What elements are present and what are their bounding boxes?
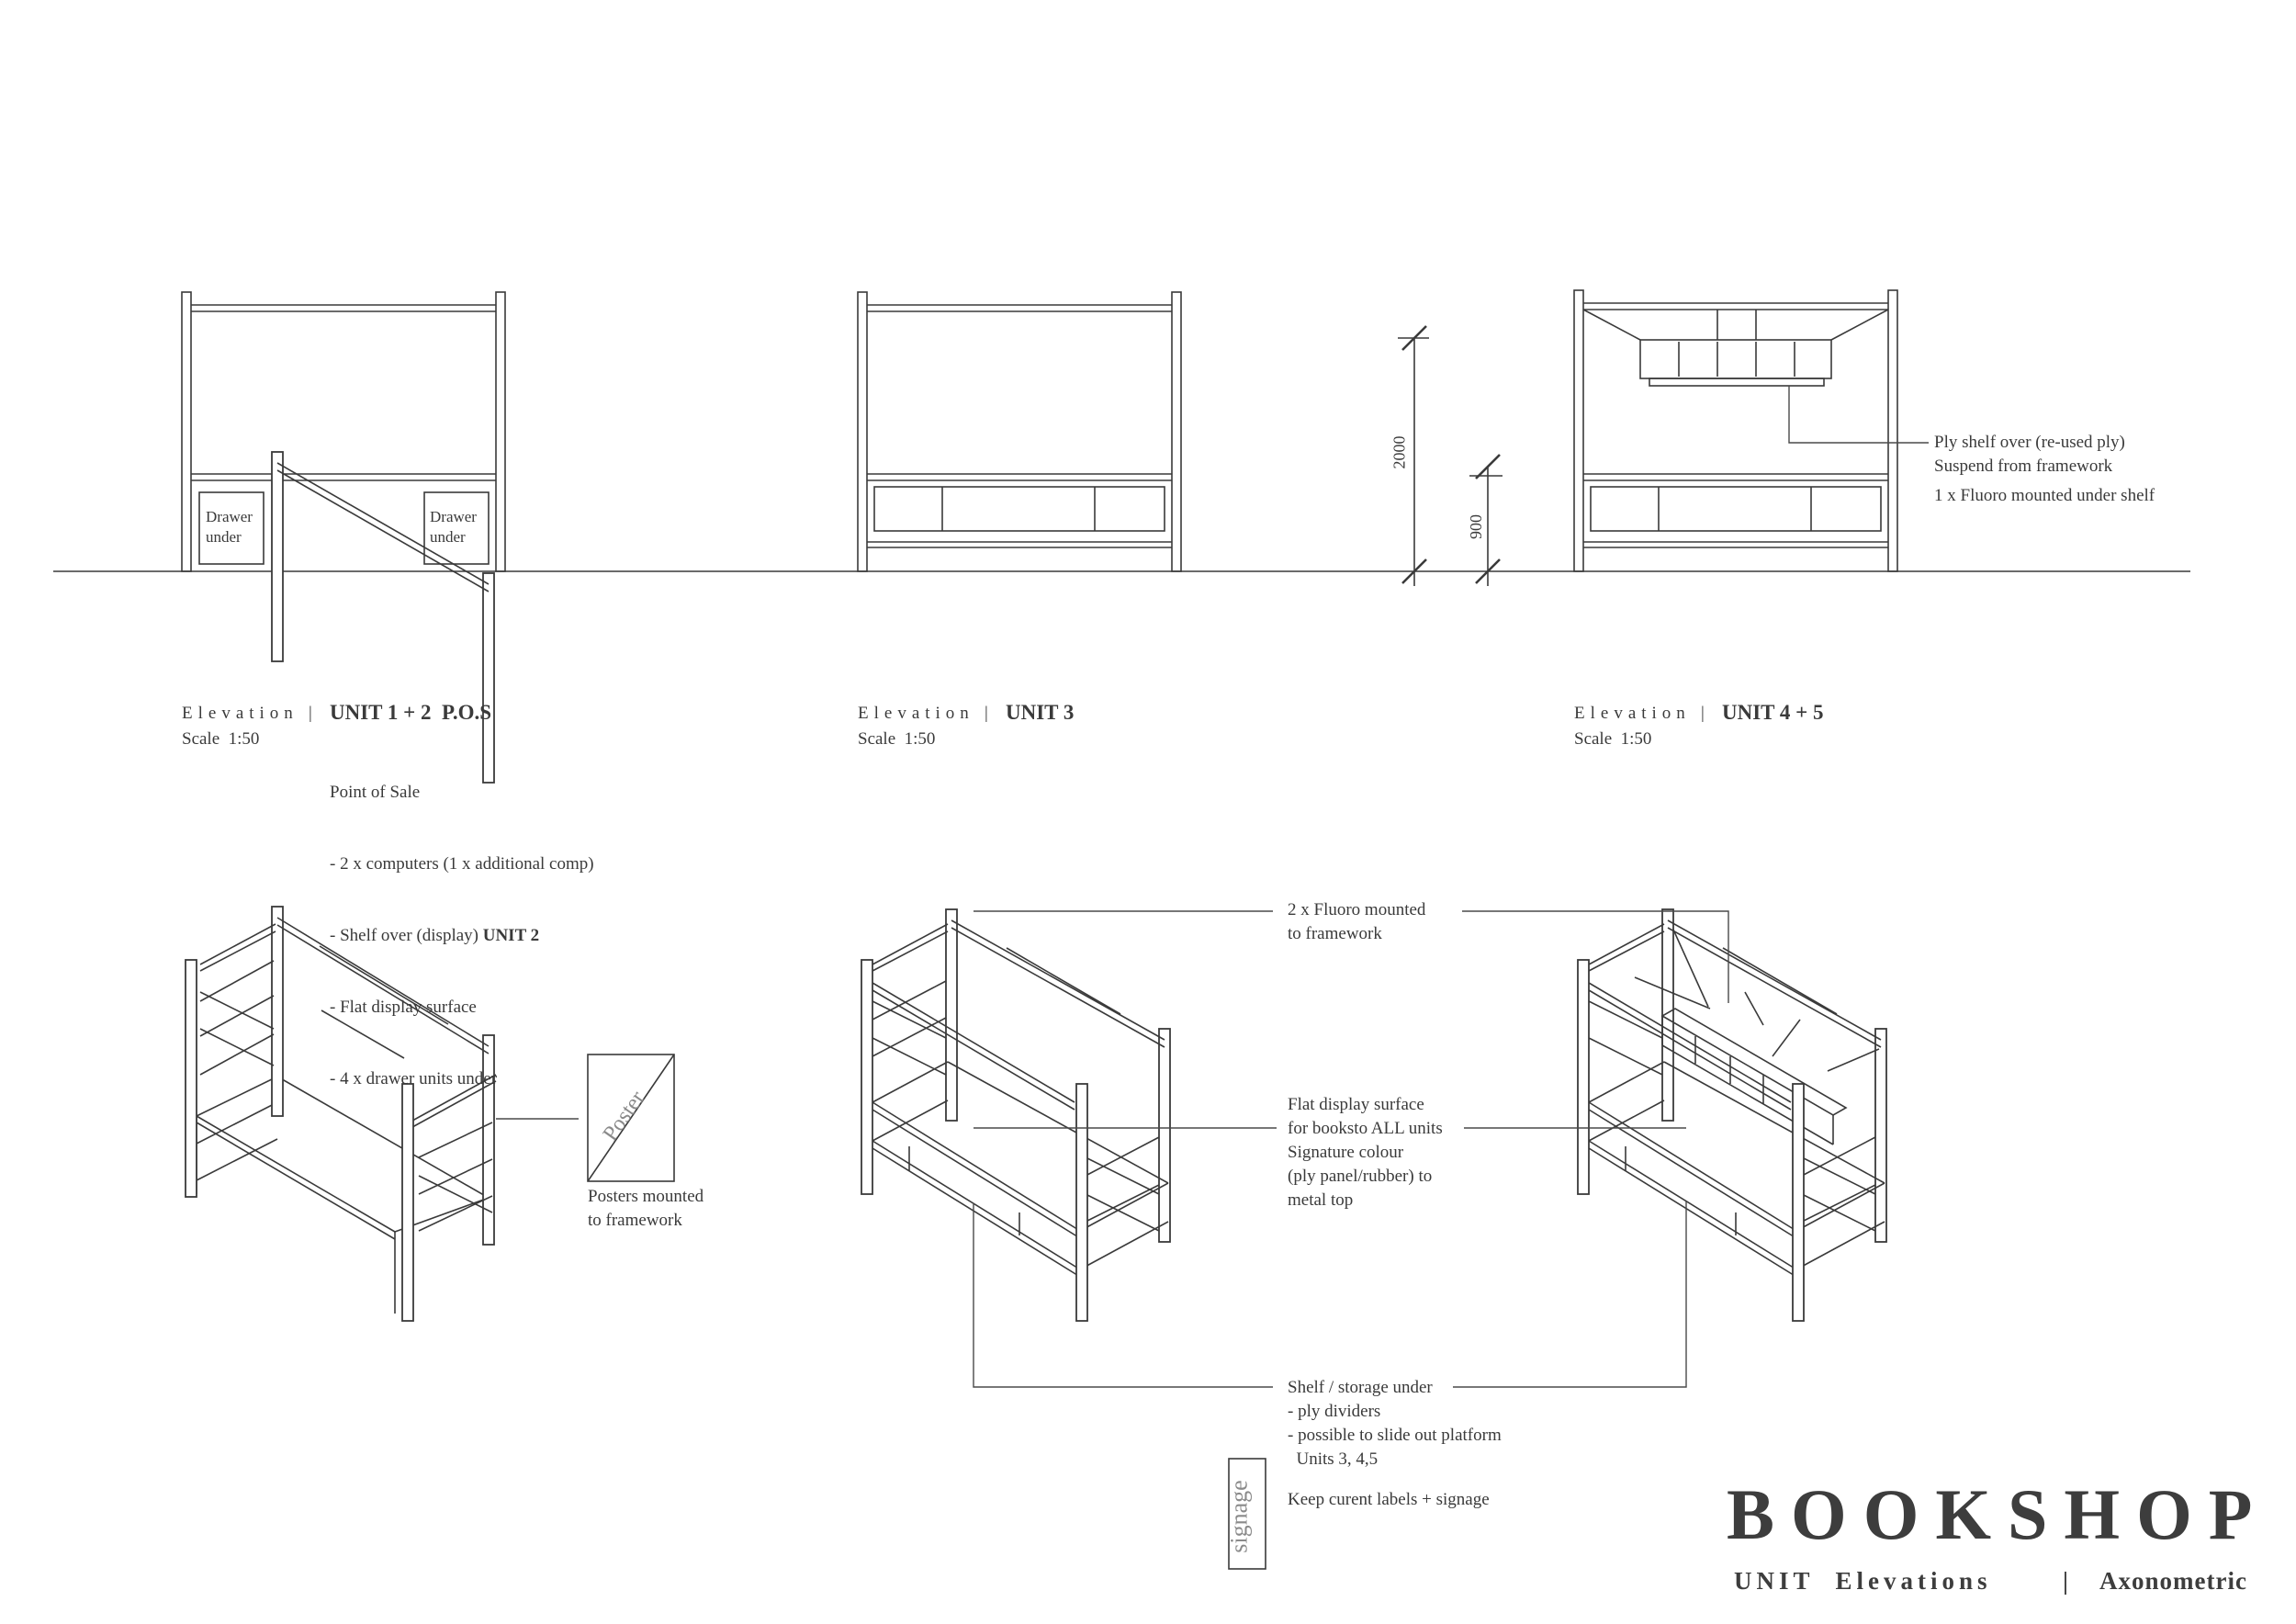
- pos-note-3: - Shelf over (display) UNIT 2: [330, 924, 594, 948]
- storage-note: Shelf / storage under - ply dividers - p…: [1288, 1378, 1502, 1469]
- poster-frame: [587, 1054, 675, 1182]
- unit-3-scale: Scale 1:50: [858, 729, 936, 749]
- pos-note-3-unit: UNIT 2: [482, 926, 540, 945]
- unit-4-5-title: UNIT 4 + 5: [1722, 701, 1824, 724]
- unit-1-2-title: UNIT 1 + 2 P.O.S: [330, 701, 492, 724]
- display-surface-note: Flat display surface for booksto ALL uni…: [1288, 1095, 1443, 1210]
- pos-note-5: - 4 x drawer units under: [330, 1069, 498, 1088]
- bookshop-title: BOOKSHOP: [1727, 1474, 2269, 1554]
- dimension-2000: 2000: [1390, 435, 1409, 469]
- drawer-box-left: [198, 491, 264, 565]
- axonometric-unit-1-2: [185, 451, 675, 1322]
- dimension-900: 900: [1467, 514, 1485, 539]
- dimension-lines: [1398, 325, 1503, 586]
- elevation-unit-1-2: [181, 291, 506, 572]
- subtitle-separator: |: [2063, 1567, 2073, 1595]
- posters-note: Posters mounted to framework: [588, 1187, 704, 1230]
- axonometric-unit-3: [861, 908, 1171, 1322]
- signage-label: signage: [1225, 1480, 1253, 1553]
- fluoro-framework-note: 2 x Fluoro mounted to framework: [1288, 900, 1426, 943]
- axonometric-unit-4-5: [1577, 908, 1887, 1322]
- pos-note-3-text: - Shelf over (display): [330, 926, 483, 945]
- unit-3-title: UNIT 3: [1006, 701, 1075, 724]
- elevation-prefix-unit-1-2: Elevation: [182, 704, 298, 723]
- elevation-separator-unit-4-5: |: [1701, 704, 1710, 723]
- elevation-prefix-unit-3: Elevation: [858, 704, 974, 723]
- subtitle-unit-elevations: UNIT Elevations: [1734, 1567, 1992, 1595]
- drawer-box-right: [423, 491, 490, 565]
- pos-note-1: Point of Sale: [330, 783, 421, 802]
- elevation-unit-4-5: [1573, 289, 1929, 572]
- pos-note-2: - 2 x computers (1 x additional comp): [330, 854, 594, 874]
- elevation-prefix-unit-4-5: Elevation: [1574, 704, 1691, 723]
- pos-note-4: - Flat display surface: [330, 998, 477, 1017]
- leader-lines: [973, 910, 1729, 1388]
- fluoro-under-shelf-note: 1 x Fluoro mounted under shelf: [1934, 486, 2155, 505]
- elevation-separator-unit-3: |: [985, 704, 994, 723]
- shelf-leader: [1788, 386, 1929, 444]
- ply-shelf-note: Ply shelf over (re-used ply) Suspend fro…: [1934, 433, 2125, 476]
- drawer-label-right: Drawer under: [430, 508, 477, 546]
- labels-signage-note: Keep curent labels + signage: [1288, 1490, 1490, 1509]
- elevation-separator-unit-1-2: |: [309, 704, 318, 723]
- unit-1-2-scale: Scale 1:50: [182, 729, 260, 749]
- drawer-label-left: Drawer under: [206, 508, 253, 546]
- signage-box: [1228, 1458, 1266, 1570]
- elevation-unit-3: [857, 291, 1182, 572]
- unit-4-5-scale: Scale 1:50: [1574, 729, 1652, 749]
- subtitle-axonometric: Axonometric: [2099, 1567, 2247, 1595]
- unit-1-2-notes: Point of Sale - 2 x computers (1 x addit…: [330, 733, 594, 1115]
